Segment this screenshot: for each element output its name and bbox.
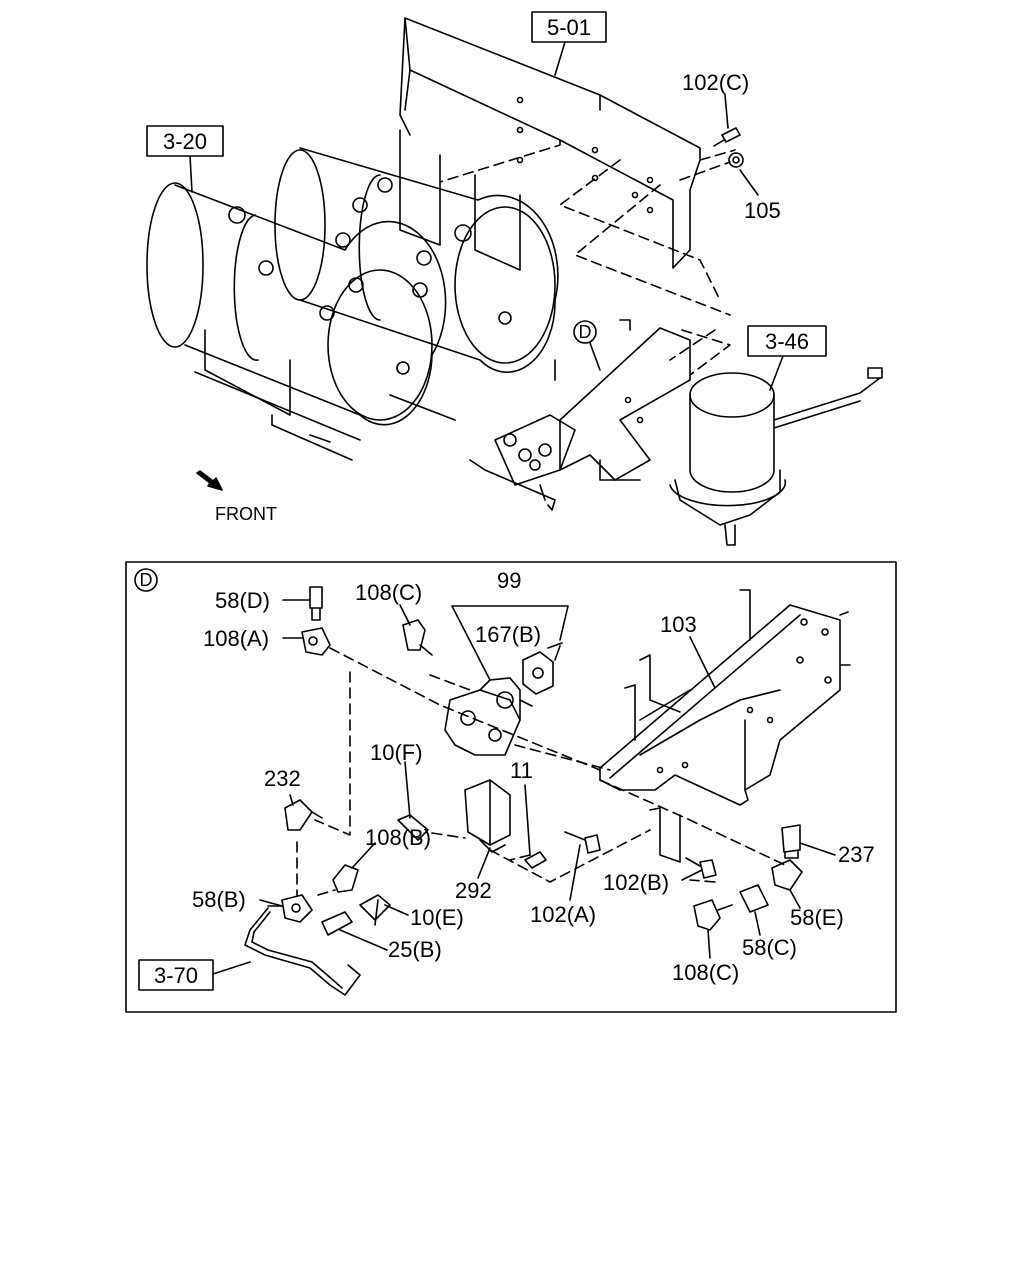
fitting-108c-top (402, 619, 433, 656)
front-arrow-icon (196, 470, 223, 491)
elbow-108b (332, 864, 359, 893)
fitting-10e (359, 894, 391, 921)
label-102b: 102(B) (603, 870, 669, 895)
bolt-102b (685, 857, 717, 879)
plate-167b (522, 642, 563, 695)
label-102c-top: 102(C) (682, 70, 749, 95)
label-99: 99 (497, 568, 521, 593)
ref-box-5-01[interactable] (531, 11, 607, 43)
ref-3-46[interactable]: 3-46 (765, 329, 809, 354)
bolt-102a (564, 831, 601, 854)
label-292: 292 (455, 878, 492, 903)
label-167b: 167(B) (475, 622, 541, 647)
valve-assembly-top (469, 414, 576, 511)
label-58b: 58(B) (192, 887, 246, 912)
label-10f: 10(F) (370, 740, 423, 765)
tee-58b (267, 894, 313, 923)
label-108b: 108(B) (365, 825, 431, 850)
label-103: 103 (660, 612, 697, 637)
valve-bracket-top (554, 319, 691, 481)
detail-box (125, 561, 897, 1013)
tee-232 (284, 799, 323, 831)
fitting-108c-bottom (693, 899, 733, 931)
air-tank-front (146, 182, 447, 426)
label-58c: 58(C) (742, 935, 797, 960)
air-tank-rear (274, 147, 559, 373)
label-detail-top: D (579, 322, 592, 342)
label-108c-top: 108(C) (355, 580, 422, 605)
ref-box-3-20[interactable] (146, 125, 224, 157)
label-232: 232 (264, 766, 301, 791)
fitting-58c (739, 884, 769, 913)
label-108a: 108(A) (203, 626, 269, 651)
fitting-58d (309, 586, 323, 621)
top-labels: 5-01 3-20 3-46 102(C) 105 FRONT D (163, 15, 809, 524)
fitting-11 (524, 851, 547, 869)
label-102a: 102(A) (530, 902, 596, 927)
label-25b: 25(B) (388, 937, 442, 962)
fitting-58e (771, 859, 803, 891)
nut-105 (728, 152, 744, 168)
frame-rail (399, 17, 701, 269)
bolt-102c-top (713, 127, 741, 147)
ref-box-3-46[interactable] (747, 325, 827, 357)
label-105: 105 (744, 198, 781, 223)
label-237: 237 (838, 842, 875, 867)
switch-25b (321, 911, 353, 936)
air-pipe-3-70 (244, 907, 361, 996)
ref-3-20[interactable]: 3-20 (163, 129, 207, 154)
label-detail-marker: D (140, 570, 153, 590)
detail-marker-top[interactable] (573, 320, 597, 344)
fitting-10f (397, 814, 429, 841)
fitting-108a (301, 627, 331, 656)
ref-3-70[interactable]: 3-70 (154, 963, 198, 988)
top-leaders (439, 139, 736, 376)
detail-label-leaders (212, 599, 836, 975)
label-58d: 58(D) (215, 588, 270, 613)
label-11: 11 (510, 758, 533, 783)
detail-leaders (296, 647, 786, 896)
label-10e: 10(E) (410, 905, 464, 930)
tank-brackets (194, 129, 521, 461)
label-58e: 58(E) (790, 905, 844, 930)
sensor-292 (464, 779, 511, 853)
label-front: FRONT (215, 504, 277, 524)
air-dryer (669, 367, 883, 546)
detail-labels: D 3-70 58(D) 108(C) 99 108(A) 167(B) 103… (140, 568, 875, 988)
bracket-103 (599, 589, 851, 863)
ref-5-01[interactable]: 5-01 (547, 15, 591, 40)
ref-box-3-70[interactable] (138, 959, 214, 991)
label-108c-bottom: 108(C) (672, 960, 739, 985)
valve-99 (444, 677, 533, 756)
switch-237 (781, 824, 801, 859)
detail-marker[interactable] (134, 568, 158, 592)
